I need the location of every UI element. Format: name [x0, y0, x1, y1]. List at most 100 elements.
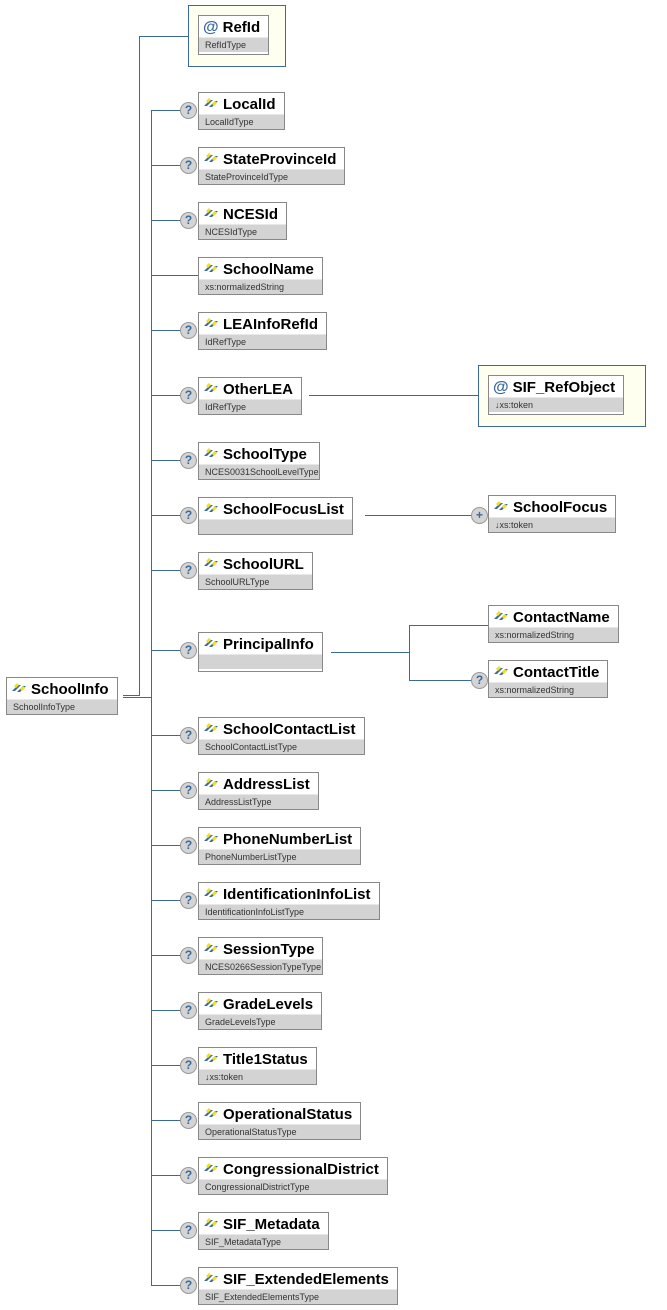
- attribute-type: RefIdType: [199, 37, 269, 52]
- attribute-refid[interactable]: @RefId RefIdType: [198, 15, 270, 55]
- element-type: IdRefType: [199, 399, 302, 414]
- element-type: xs:normalizedString: [489, 682, 608, 697]
- optional-icon[interactable]: ?: [180, 1112, 197, 1129]
- element-name: ContactName: [513, 609, 610, 626]
- element-type: LocalIdType: [199, 114, 284, 129]
- element-icon: [203, 1161, 219, 1178]
- optional-icon[interactable]: ?: [180, 727, 197, 744]
- element-icon: [203, 96, 219, 113]
- element-icon: [203, 941, 219, 958]
- element-type: SIF_MetadataType: [199, 1234, 328, 1249]
- element-type: SchoolInfoType: [7, 699, 117, 714]
- element-name: SessionType: [223, 941, 315, 958]
- optional-icon[interactable]: ?: [180, 892, 197, 909]
- optional-icon[interactable]: ?: [180, 562, 197, 579]
- element-name: SchoolInfo: [31, 681, 109, 698]
- element-schoolfocuslist[interactable]: SchoolFocusList: [198, 497, 353, 535]
- element-name: AddressList: [223, 776, 310, 793]
- element-name: LEAInfoRefId: [223, 316, 318, 333]
- element-icon: [203, 446, 219, 463]
- optional-icon[interactable]: ?: [180, 1002, 197, 1019]
- element-name: SIF_ExtendedElements: [223, 1271, 389, 1288]
- element-icon: [203, 261, 219, 278]
- optional-icon[interactable]: ?: [180, 642, 197, 659]
- element-icon: [203, 721, 219, 738]
- optional-icon[interactable]: ?: [180, 947, 197, 964]
- element-schoolfocus[interactable]: SchoolFocus ↓xs:token: [488, 495, 617, 533]
- element-type: ↓xs:token: [489, 517, 616, 532]
- element-icon: [493, 499, 509, 516]
- optional-icon[interactable]: ?: [180, 1222, 197, 1239]
- optional-icon[interactable]: ?: [180, 452, 197, 469]
- element-name: SchoolURL: [223, 556, 304, 573]
- element-type: IdRefType: [199, 334, 326, 349]
- optional-icon[interactable]: ?: [471, 672, 488, 689]
- optional-icon[interactable]: ?: [180, 1277, 197, 1294]
- element-icon: [203, 636, 219, 653]
- element-name: SchoolType: [223, 446, 307, 463]
- element-contactname[interactable]: ContactName xs:normalizedString: [488, 605, 619, 643]
- element-type: IdentificationInfoListType: [199, 904, 379, 919]
- element-type: xs:normalizedString: [199, 279, 322, 294]
- element-name: OtherLEA: [223, 381, 294, 398]
- element-principalinfo[interactable]: PrincipalInfo: [198, 632, 323, 672]
- element-type: NCES0266SessionTypeType: [199, 959, 323, 974]
- optional-icon[interactable]: ?: [180, 782, 197, 799]
- element-type: NCESIdType: [199, 224, 287, 239]
- element-title1status[interactable]: Title1Status↓xs:token: [198, 1047, 317, 1085]
- optional-icon[interactable]: ?: [180, 322, 197, 339]
- optional-icon[interactable]: ?: [180, 1167, 197, 1184]
- optional-icon[interactable]: ?: [180, 1057, 197, 1074]
- optional-icon[interactable]: ?: [180, 507, 197, 524]
- element-icon: [11, 681, 27, 698]
- element-type: SchoolContactListType: [199, 739, 364, 754]
- attribute-icon: @: [493, 378, 509, 396]
- element-icon: [203, 206, 219, 223]
- attribute-sif-refobject[interactable]: @SIF_RefObject ↓xs:token: [488, 375, 625, 415]
- root-element-schoolinfo[interactable]: SchoolInfo SchoolInfoType: [6, 677, 118, 715]
- element-name: Title1Status: [223, 1051, 308, 1068]
- element-type: StateProvinceIdType: [199, 169, 345, 184]
- optional-icon[interactable]: ?: [180, 212, 197, 229]
- optional-icon[interactable]: ?: [180, 387, 197, 404]
- optional-icon[interactable]: ?: [180, 102, 197, 119]
- attribute-name: SIF_RefObject: [512, 379, 616, 396]
- element-icon: [203, 316, 219, 333]
- optional-icon[interactable]: ?: [180, 837, 197, 854]
- element-icon: [203, 1271, 219, 1288]
- optional-icon[interactable]: ?: [180, 157, 197, 174]
- element-type: SchoolURLType: [199, 574, 312, 589]
- element-icon: [203, 151, 219, 168]
- element-name: SIF_Metadata: [223, 1216, 320, 1233]
- element-icon: [203, 776, 219, 793]
- element-type: NCES0031SchoolLevelType: [199, 464, 319, 479]
- element-icon: [203, 996, 219, 1013]
- element-icon: [203, 831, 219, 848]
- repeat-icon[interactable]: +: [471, 507, 488, 524]
- element-contacttitle[interactable]: ContactTitle xs:normalizedString: [488, 660, 609, 698]
- attribute-group-sif-refobject: @SIF_RefObject ↓xs:token: [478, 365, 646, 427]
- attribute-name: RefId: [222, 19, 261, 36]
- element-name: SchoolName: [223, 261, 314, 278]
- element-icon: [493, 609, 509, 626]
- element-type: xs:normalizedString: [489, 627, 618, 642]
- element-icon: [203, 1051, 219, 1068]
